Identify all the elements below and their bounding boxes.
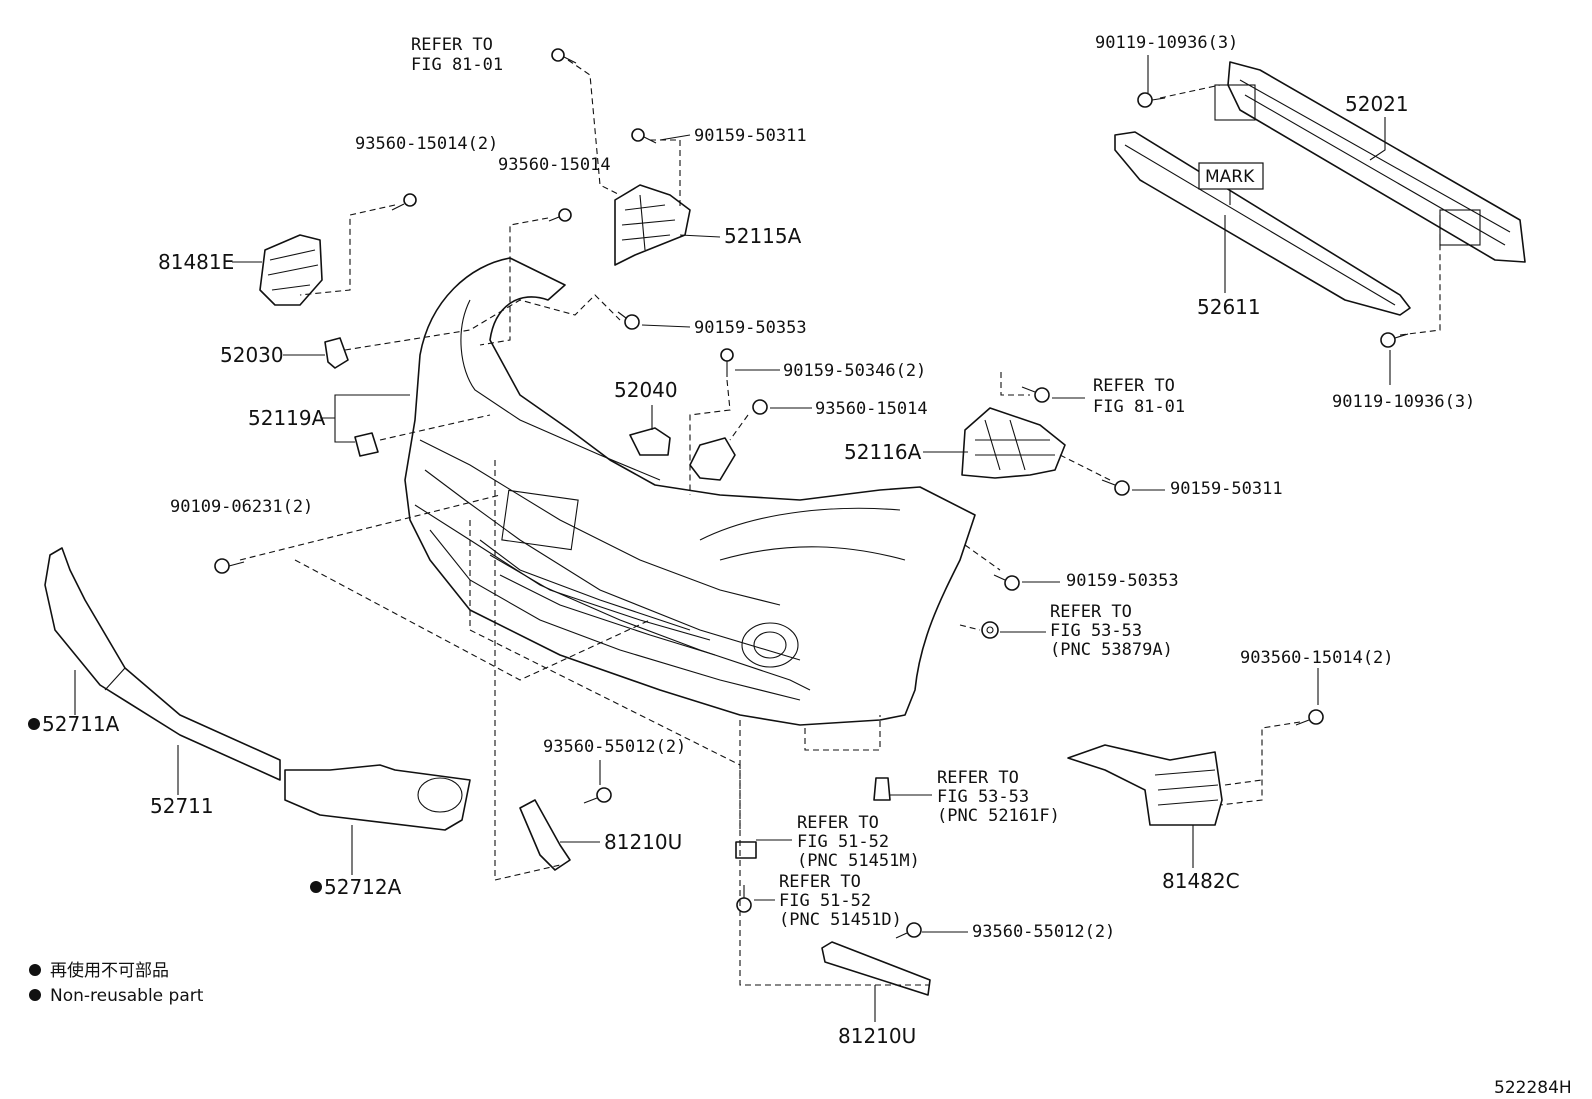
label-90159-50346-2: 90159-50346(2) [783, 361, 926, 381]
legend-dot-icon [29, 964, 41, 976]
clip-52030-shape [324, 337, 349, 369]
label-90119-10936-3-bot: 90119-10936(3) [1332, 392, 1475, 412]
bumper-cover-shape [404, 257, 976, 726]
label-52611: 52611 [1197, 295, 1261, 319]
label-52712a-group: 52712A [310, 875, 402, 899]
bolt-icon [1101, 479, 1130, 496]
bolt-icon [617, 311, 640, 330]
figure-id: 522284H [1494, 1078, 1572, 1098]
bolt-icon [1380, 332, 1409, 348]
legend-dot-icon [29, 989, 41, 1001]
label-52711a: 52711A [42, 712, 120, 736]
label-81482c: 81482C [1162, 869, 1240, 893]
legend-english: Non-reusable part [50, 986, 204, 1006]
label-81481e: 81481E [158, 250, 234, 274]
clip-icon [981, 621, 999, 639]
retainer-81481e-shape [259, 234, 323, 306]
bolt-icon [214, 558, 245, 574]
label-93560-55012-2-left: 93560-55012(2) [543, 737, 686, 757]
label-52115a: 52115A [724, 224, 802, 248]
bolt-icon [1295, 709, 1324, 726]
non-reusable-dot-icon [310, 881, 322, 893]
label-93560-15014-2: 93560-15014(2) [355, 134, 498, 154]
bracket-52116a-shape [961, 407, 1066, 479]
label-52711: 52711 [150, 794, 214, 818]
label-90119-10936-3-top: 90119-10936(3) [1095, 33, 1238, 53]
label-93560-15014-a: 93560-15014 [498, 155, 611, 175]
label-52711a-group: 52711A [28, 712, 120, 736]
bracket-52115a-shape [614, 184, 691, 266]
bolt-icon [720, 348, 734, 377]
mark-box [1198, 162, 1264, 190]
label-93560-55012-2-right: 93560-55012(2) [972, 922, 1115, 942]
spoiler-52711-shape [44, 547, 471, 831]
clip-52119a-shape [354, 432, 379, 457]
bolt-icon [1137, 92, 1166, 108]
bolt-icon [895, 922, 922, 939]
label-93560-15014-b: 93560-15014 [815, 399, 928, 419]
non-reusable-dot-icon [28, 718, 40, 730]
molding-81210u-mid-shape [519, 799, 571, 871]
molding-81210u-bot-shape [821, 941, 931, 996]
screw-icon [736, 885, 752, 913]
nut-clip-icon [735, 841, 757, 859]
bolt-icon [752, 399, 768, 415]
bolt-icon [993, 574, 1020, 591]
assembly-lines [239, 59, 1441, 986]
bolt-icon [548, 208, 572, 222]
bracket-52040-shape [629, 427, 671, 456]
grille-81482c-shape [1067, 744, 1223, 826]
bolt-icon [551, 48, 577, 64]
bolt-icon [631, 128, 657, 144]
label-52021: 52021 [1345, 92, 1409, 116]
legend-japanese: 再使用不可部品 [50, 960, 169, 981]
label-90109-06231-2: 90109-06231(2) [170, 497, 313, 517]
label-90159-50353-right: 90159-50353 [1066, 571, 1179, 591]
label-mark: MARK [1205, 167, 1255, 187]
bolt-icon [583, 787, 612, 804]
label-81210u-bot: 81210U [838, 1024, 916, 1048]
leader-lines [74, 55, 1391, 1022]
label-903560-15014-2: 903560-15014(2) [1240, 648, 1394, 668]
bolt-icon [391, 193, 417, 211]
legend: 再使用不可部品 Non-reusable part [29, 960, 204, 1006]
label-90159-50311-right: 90159-50311 [1170, 479, 1283, 499]
reinforcement-52021-shape [1214, 61, 1526, 263]
label-52119a: 52119A [248, 406, 326, 430]
label-81210u-mid: 81210U [604, 830, 682, 854]
label-90159-50311-top: 90159-50311 [694, 126, 807, 146]
label-90159-50353-top: 90159-50353 [694, 318, 807, 338]
bolt-icon [1021, 386, 1050, 403]
label-52030: 52030 [220, 343, 284, 367]
push-clip-icon [873, 777, 891, 801]
label-52040: 52040 [614, 378, 678, 402]
label-52116a: 52116A [844, 440, 922, 464]
fastener-icons [214, 48, 1409, 939]
center-clip-shape [689, 437, 736, 481]
label-52712a: 52712A [324, 875, 402, 899]
